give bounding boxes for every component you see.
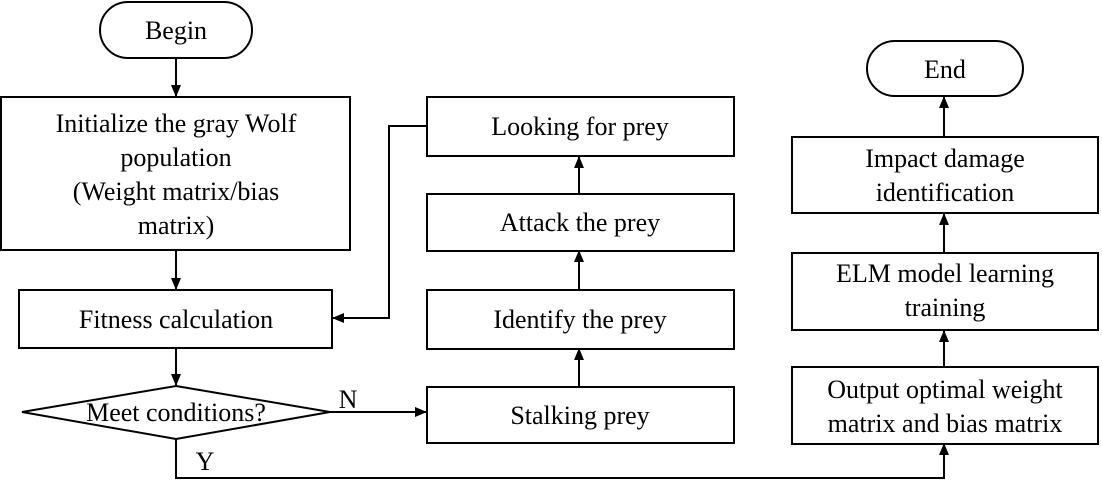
initialize-label-line-1: Initialize the gray Wolf	[56, 109, 297, 138]
branch-label-no: N	[339, 385, 358, 414]
attack-prey-node: Attack the prey	[426, 193, 735, 252]
elm-label-line-2: training	[905, 293, 986, 322]
initialize-label-line-3: (Weight matrix/bias	[73, 177, 280, 206]
attack-label: Attack the prey	[500, 208, 660, 237]
branch-label-yes: Y	[196, 447, 215, 476]
looking-label: Looking for prey	[491, 112, 669, 141]
impact-damage-identification-node: Impact damage identification	[791, 136, 1099, 214]
initialize-label-line-2: population	[120, 143, 231, 172]
initialize-population-node: Initialize the gray Wolf population (Wei…	[0, 96, 351, 251]
arrow-decision-to-output	[175, 439, 949, 479]
end-node: End	[866, 40, 1024, 97]
elm-label-line-1: ELM model learning	[836, 259, 1054, 288]
output-optimal-node: Output optimal weight matrix and bias ma…	[791, 366, 1099, 445]
end-label: End	[924, 55, 966, 84]
fitness-label: Fitness calculation	[79, 305, 273, 334]
identify-label: Identify the prey	[493, 305, 666, 334]
looking-for-prey-node: Looking for prey	[426, 96, 735, 157]
stalking-label: Stalking prey	[510, 401, 649, 430]
meet-conditions-decision: Meet conditions?	[21, 384, 331, 441]
begin-node: Begin	[99, 1, 253, 59]
identify-prey-node: Identify the prey	[426, 289, 735, 350]
impact-label-line-2: identification	[876, 178, 1015, 207]
fitness-calculation-node: Fitness calculation	[18, 289, 333, 349]
impact-label-line-1: Impact damage	[865, 144, 1025, 173]
stalking-prey-node: Stalking prey	[426, 386, 735, 444]
output-label-line-2: matrix and bias matrix	[828, 409, 1063, 438]
arrow-looking-to-fitness	[332, 125, 426, 323]
begin-label: Begin	[145, 16, 207, 45]
elm-model-training-node: ELM model learning training	[791, 252, 1099, 331]
decision-label: Meet conditions?	[86, 398, 266, 427]
initialize-label-line-4: matrix)	[138, 211, 215, 240]
output-label-line-1: Output optimal weight	[827, 375, 1063, 404]
